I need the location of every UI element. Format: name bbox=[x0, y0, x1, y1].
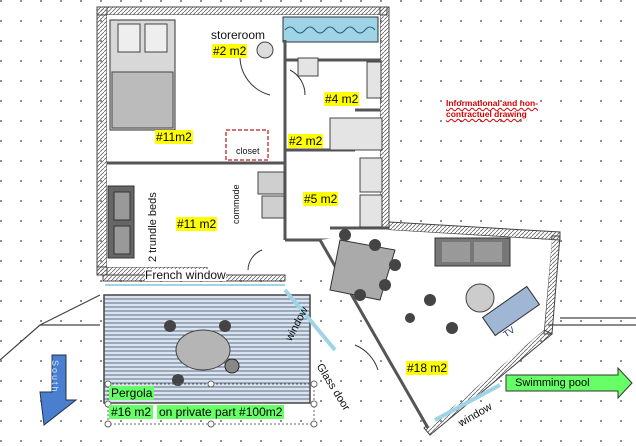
living-coffee-table bbox=[465, 283, 495, 313]
door-swings bbox=[239, 54, 379, 371]
commode-fixture bbox=[257, 171, 285, 219]
living-sofa bbox=[434, 237, 511, 267]
private-part-label: on private part #100m2 bbox=[157, 405, 285, 419]
pool-arrow bbox=[505, 366, 633, 400]
disclaimer-note: Informational and non-contractuel drawin… bbox=[446, 98, 539, 119]
tv-unit bbox=[481, 285, 541, 337]
bedroom-area-label: #11m2 bbox=[155, 130, 193, 144]
french-window-label: French window bbox=[145, 268, 226, 282]
shower-area-label: #2 m2 bbox=[288, 134, 324, 148]
living-area-label: #18 m2 bbox=[406, 361, 449, 375]
commode-label: commode bbox=[231, 184, 241, 224]
storeroom-area-label: #2 m2 bbox=[212, 44, 248, 58]
pergola-label: Pergola bbox=[109, 386, 155, 400]
storeroom-label: storeroom bbox=[211, 28, 266, 42]
terrace-chairs bbox=[164, 320, 240, 386]
south-arrow bbox=[39, 354, 78, 426]
selection-handles bbox=[104, 380, 318, 428]
bath-area-label: #4 m2 bbox=[324, 92, 360, 106]
closet-label: closet bbox=[236, 146, 260, 156]
wc-area-label: #5 m2 bbox=[303, 192, 339, 206]
garden-outline bbox=[0, 294, 636, 361]
terrace-table bbox=[175, 329, 231, 371]
storeroom-basin bbox=[256, 41, 274, 59]
bottom-window bbox=[434, 383, 501, 422]
closet-outline bbox=[225, 129, 269, 161]
pergola-area-label: #16 m2 bbox=[109, 405, 154, 419]
bathroom-fixtures bbox=[297, 57, 383, 228]
storeroom-window bbox=[282, 16, 379, 43]
trundle-beds-label: 2 trundle beds bbox=[147, 192, 159, 262]
south-label: South bbox=[50, 360, 60, 394]
diagonal-window bbox=[283, 288, 337, 352]
trundle-bed-sofa bbox=[107, 185, 135, 259]
living-chairs bbox=[405, 294, 458, 334]
kitchen-island bbox=[329, 229, 401, 301]
double-bed bbox=[109, 19, 176, 131]
pool-label: Swimming pool bbox=[515, 377, 590, 389]
second-room-area-label: #11 m2 bbox=[176, 217, 218, 231]
